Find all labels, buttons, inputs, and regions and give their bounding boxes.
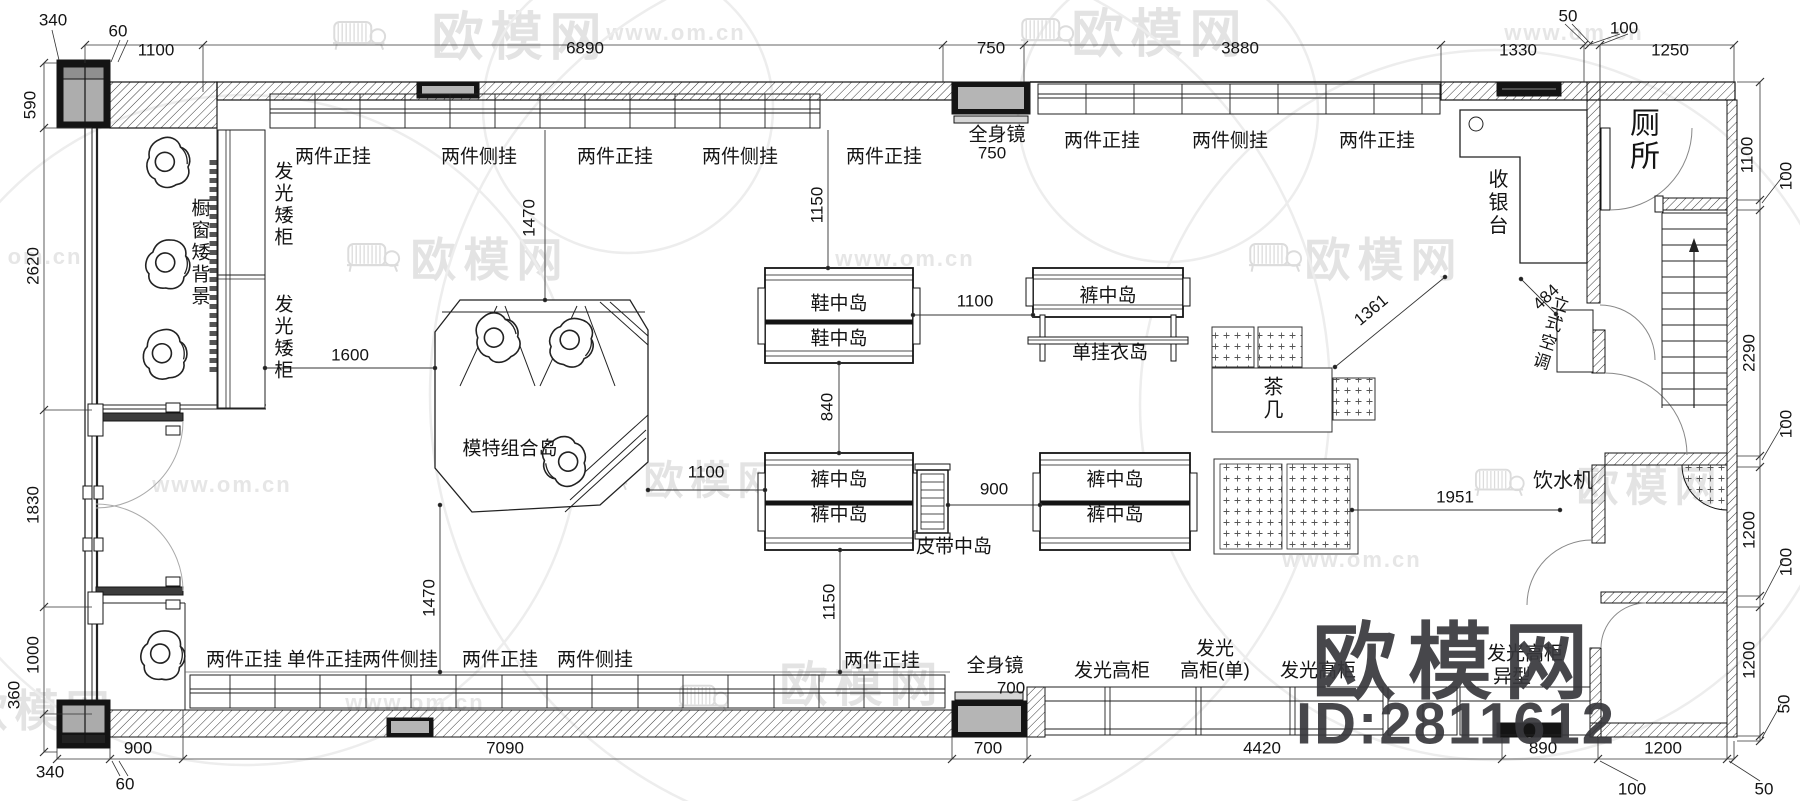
staircase bbox=[1654, 195, 1728, 408]
belt-island bbox=[914, 463, 951, 540]
mannequin-island bbox=[434, 299, 649, 513]
shoe-island bbox=[757, 267, 921, 364]
entrance-doors bbox=[82, 402, 184, 625]
pants-island-right bbox=[1032, 452, 1198, 551]
watermark-site-name: 欧模网 bbox=[1311, 615, 1601, 710]
sofa-seat bbox=[1213, 458, 1359, 555]
pants-island-top bbox=[1025, 267, 1191, 362]
pants-island-left bbox=[757, 452, 921, 551]
ac-unit bbox=[1556, 309, 1594, 373]
doors-right bbox=[1526, 127, 1693, 649]
watermark-model-id: ID:2811612 bbox=[1296, 691, 1616, 757]
cashier-counter bbox=[1459, 109, 1588, 264]
display-racks bbox=[185, 83, 1591, 736]
walls bbox=[56, 59, 1738, 749]
tea-table-set bbox=[1211, 326, 1376, 433]
window-display bbox=[91, 100, 266, 710]
interior-dimension-lines bbox=[262, 130, 1563, 675]
dimension-lines bbox=[39, 23, 1784, 782]
